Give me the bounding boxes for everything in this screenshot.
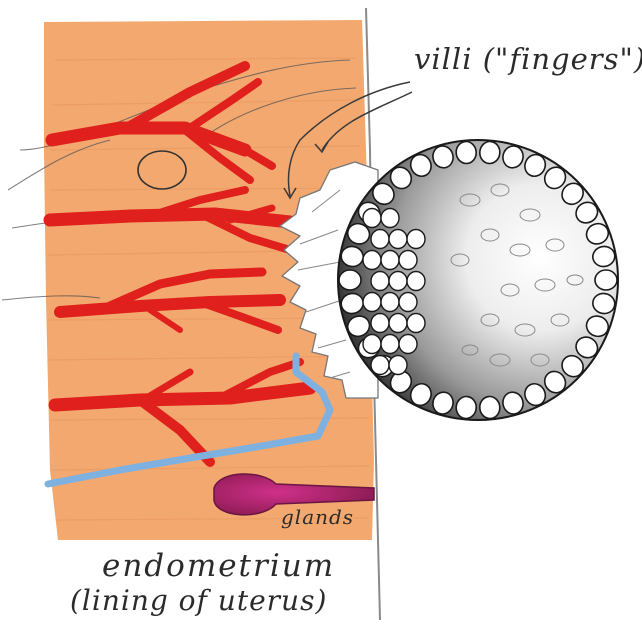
inner-mass-cell: [381, 293, 399, 312]
inner-mass-cell: [389, 230, 407, 249]
inner-mass-cell: [407, 314, 425, 333]
inner-mass-cell: [389, 272, 407, 291]
inner-mass-cell: [399, 293, 417, 312]
inner-mass-cell: [371, 272, 389, 291]
inner-mass-cell: [389, 314, 407, 333]
inner-mass-cell: [363, 209, 381, 228]
trophoblast-cell: [595, 270, 617, 290]
inner-mass-cell: [407, 230, 425, 249]
trophoblast-cell: [339, 270, 361, 290]
inner-mass-cell: [371, 314, 389, 333]
inner-mass-cell: [381, 209, 399, 228]
villi-label: villi ("fingers"): [414, 42, 642, 76]
inner-mass-cell: [407, 272, 425, 291]
inner-mass-cell: [363, 251, 381, 270]
endometrium-note: (lining of uterus): [70, 584, 327, 617]
inner-mass-cell: [381, 251, 399, 270]
inner-mass-cell: [363, 293, 381, 312]
inner-mass-cell: [371, 356, 389, 375]
blastocyst: [338, 140, 618, 420]
inner-mass-cell: [381, 335, 399, 354]
inner-mass-cell: [399, 335, 417, 354]
glands-label: glands: [281, 505, 354, 529]
inner-mass-cell: [399, 251, 417, 270]
endometrium-label: endometrium: [102, 548, 335, 584]
inner-mass-cell: [363, 335, 381, 354]
inner-mass-cell: [371, 230, 389, 249]
inner-mass-cell: [389, 356, 407, 375]
